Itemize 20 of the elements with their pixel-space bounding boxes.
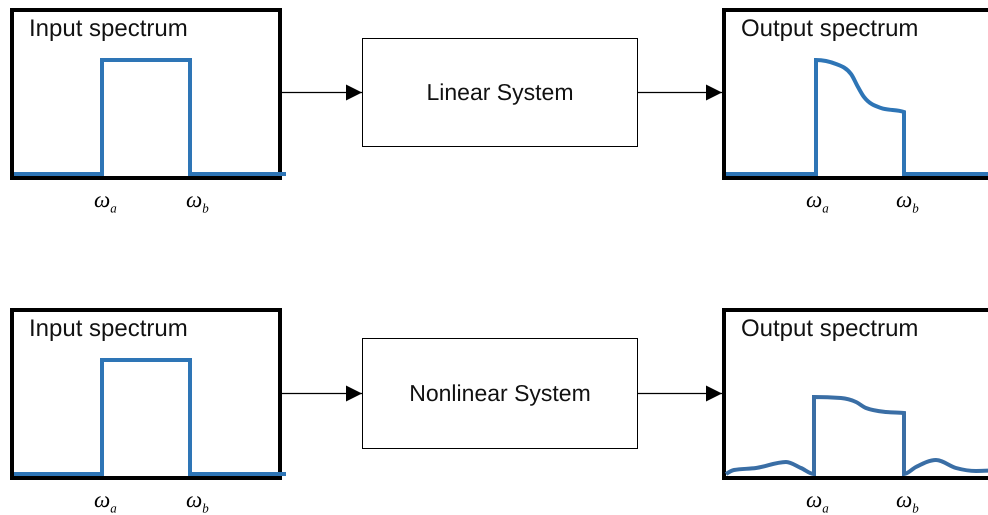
arrow: [282, 386, 362, 402]
frequency-label: ω$_{a}$: [94, 488, 117, 515]
panel-title: Input spectrum: [29, 15, 188, 43]
panel-title: Output spectrum: [741, 15, 918, 43]
frequency-label: ω$_{b}$: [896, 488, 919, 515]
panel-title: Output spectrum: [741, 315, 918, 343]
arrow: [282, 84, 362, 100]
system-label: Linear System: [426, 79, 574, 106]
arrow: [638, 84, 722, 100]
arrow: [638, 386, 722, 402]
panel-title: Input spectrum: [29, 315, 188, 343]
frequency-label: ω$_{b}$: [186, 488, 209, 515]
system-label: Nonlinear System: [409, 380, 591, 407]
frequency-label: ω$_{a}$: [806, 188, 829, 215]
frequency-label: ω$_{b}$: [186, 188, 209, 215]
frequency-label: ω$_{a}$: [806, 488, 829, 515]
frequency-label: ω$_{a}$: [94, 188, 117, 215]
system-box: [362, 38, 638, 147]
frequency-label: ω$_{b}$: [896, 188, 919, 215]
system-box: [362, 338, 638, 449]
